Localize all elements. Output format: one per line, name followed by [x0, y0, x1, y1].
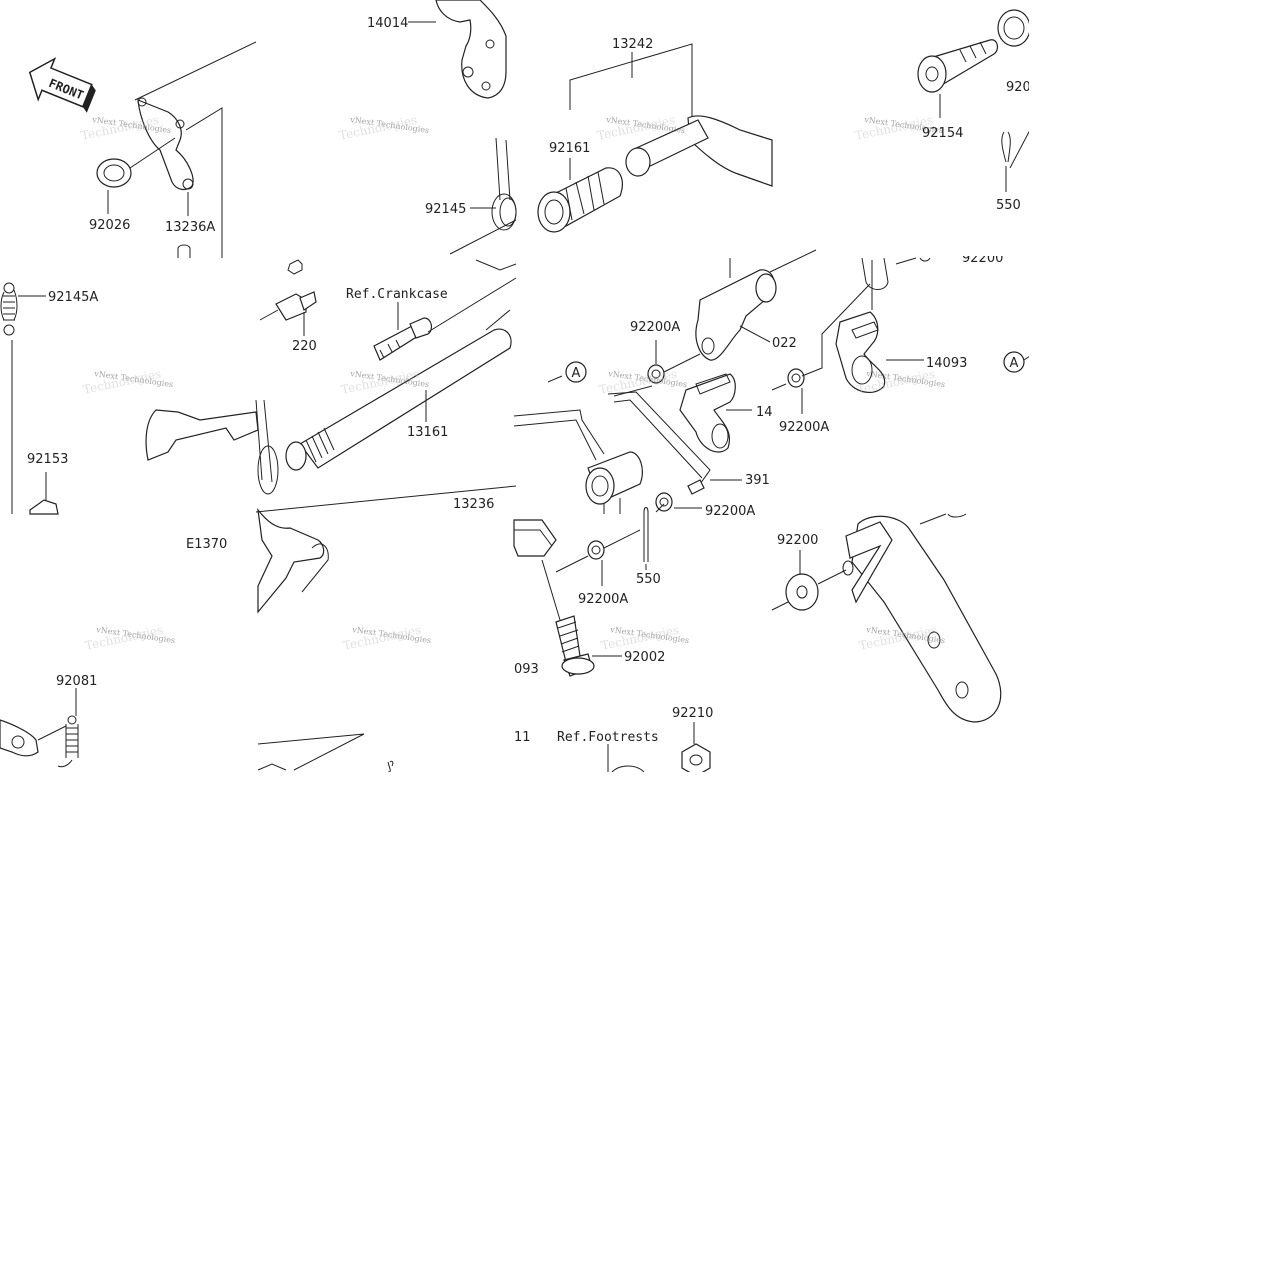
marker-a-right: A	[1003, 351, 1025, 373]
rod-end-14	[679, 373, 736, 453]
rod-end-14093	[835, 311, 886, 394]
washer-92026	[96, 158, 132, 188]
label-ref-crankcase: Ref.Crankcase	[346, 287, 448, 302]
label-13236A: 13236A	[165, 220, 215, 235]
cotter-pin-550-mid	[643, 507, 649, 562]
label-14: 14	[756, 405, 773, 420]
shift-arm-fork	[145, 399, 279, 495]
bolt-92153	[29, 499, 59, 515]
label-14014: 14014	[367, 16, 408, 31]
label-92200A-top: 92200A	[630, 320, 680, 335]
pedal-rubber-92161	[537, 167, 623, 233]
label-220: 220	[292, 339, 317, 354]
bolt-92002	[555, 615, 595, 677]
washer-92200A-right	[787, 368, 805, 388]
label-14093: 14093	[926, 356, 967, 371]
label-92200: 92200	[777, 533, 818, 548]
washer-92200	[785, 573, 819, 611]
label-13236: 13236	[453, 497, 494, 512]
label-550-mid: 550	[636, 572, 661, 587]
clevis-block	[513, 519, 557, 557]
collar-sleeve	[585, 451, 643, 505]
label-ref-footrests: Ref.Footrests	[557, 730, 659, 745]
marker-a-left: A	[565, 361, 587, 383]
label-92026: 92026	[89, 218, 130, 233]
label-e1370: E1370	[186, 537, 227, 552]
cotter-pin-550-top	[1001, 131, 1011, 163]
part-labels: 14014 13242 92161 92145 92154 920 550 92…	[27, 16, 1031, 745]
bracket-e1370	[257, 507, 329, 614]
pedal-13242	[625, 115, 773, 187]
label-920: 920	[1006, 80, 1031, 95]
footrest-plate	[842, 515, 1002, 723]
label-13161: 13161	[407, 425, 448, 440]
marker-a-right-label: A	[1010, 356, 1019, 371]
spring-92081	[57, 715, 79, 768]
label-92200A-mid: 92200A	[705, 504, 755, 519]
bolt-220	[275, 291, 317, 321]
washer-92200A-mid	[655, 492, 673, 512]
label-92161: 92161	[549, 141, 590, 156]
bracket-14014	[435, 0, 507, 99]
label-92002: 92002	[624, 650, 665, 665]
spring-92145A	[0, 282, 18, 336]
nut-92210	[681, 743, 711, 777]
label-391: 391	[745, 473, 770, 488]
label-92210: 92210	[672, 706, 713, 721]
watermark-layer: vNext Technologies vNext Technologies vN…	[80, 113, 946, 653]
label-550-top: 550	[996, 198, 1021, 213]
label-92145: 92145	[425, 202, 466, 217]
label-92200-cut: 92200	[962, 251, 1003, 266]
washer-92200A-low	[587, 540, 605, 560]
shaft-13161	[285, 328, 512, 471]
label-92153: 92153	[27, 452, 68, 467]
label-92081: 92081	[56, 674, 97, 689]
front-arrow-icon: FRONT	[28, 57, 96, 113]
pivot-bolt-92154	[917, 39, 999, 93]
label-022: 022	[772, 336, 797, 351]
marker-a-left-label: A	[572, 366, 581, 381]
spring-92145	[491, 137, 517, 231]
label-13242: 13242	[612, 37, 653, 52]
blank-area-bottom	[0, 772, 1285, 1285]
dowel-ref-crankcase	[373, 317, 433, 361]
label-92200A-right: 92200A	[779, 420, 829, 435]
label-92145A: 92145A	[48, 290, 98, 305]
washer-92200A-top	[647, 364, 665, 384]
label-11: 11	[514, 730, 531, 745]
washer-920	[997, 9, 1031, 47]
label-92154: 92154	[922, 126, 963, 141]
label-92200A-low: 92200A	[578, 592, 628, 607]
label-093: 093	[514, 662, 539, 677]
lever-arm-22	[695, 269, 777, 361]
pin-391-end	[687, 479, 705, 495]
lever-end-lower-left	[0, 719, 39, 757]
